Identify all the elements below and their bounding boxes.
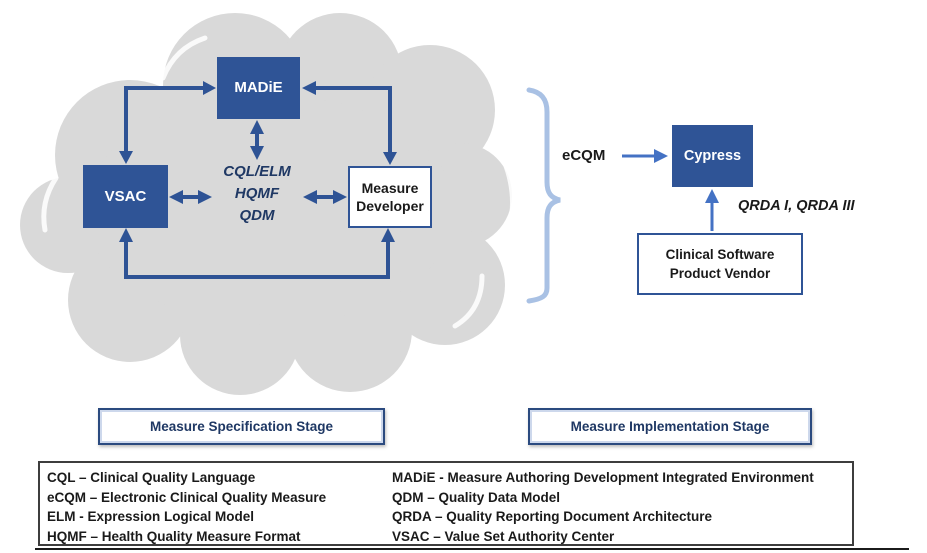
artifacts-label: CQL/ELM HQMF QDM (205, 161, 309, 227)
node-cypress: Cypress (672, 125, 753, 187)
artifact-hqmf: HQMF (234, 185, 280, 202)
stage-label-implementation: Measure Implementation Stage (528, 408, 812, 445)
arrow-artifacts-measure-developer (303, 190, 347, 204)
node-madie-label: MADiE (234, 79, 283, 96)
legend-box: CQL – Clinical Quality Language eCQM – E… (38, 461, 854, 546)
node-vsac: VSAC (83, 165, 168, 228)
stage-label-specification: Measure Specification Stage (98, 408, 385, 445)
node-cypress-label: Cypress (683, 148, 742, 164)
arrow-vsac-madie (119, 81, 216, 164)
legend-item-cql: CQL – Clinical Quality Language (47, 470, 256, 485)
legend-item-elm: ELM - Expression Logical Model (47, 509, 255, 524)
vendor-label: Clinical Software Product Vendor (665, 247, 775, 281)
bottom-rule (35, 548, 909, 550)
node-vsac-label: VSAC (104, 187, 147, 205)
curly-brace-icon (526, 87, 561, 304)
legend-item-hqmf: HQMF – Health Quality Measure Format (47, 528, 301, 544)
cloud-seams (41, 35, 516, 329)
legend-column-right: MADiE - Measure Authoring Development In… (392, 468, 852, 544)
legend-item-vsac: VSAC – Value Set Authority Center (392, 528, 615, 544)
arrow-feedback-loop (119, 228, 395, 279)
legend-item-ecqm: eCQM – Electronic Clinical Quality Measu… (47, 489, 327, 505)
node-clinical-software-product-vendor: Clinical Software Product Vendor (637, 233, 803, 295)
stage-implementation-text: Measure Implementation Stage (570, 419, 770, 434)
arrow-vendor-cypress (705, 189, 719, 231)
ecqm-label: eCQM (562, 147, 606, 164)
legend-column-left: CQL – Clinical Quality Language eCQM – E… (47, 468, 392, 544)
arrow-madie-artifacts (250, 120, 264, 160)
artifact-cql-elm: CQL/ELM (223, 163, 291, 180)
arrow-vsac-artifacts (169, 190, 212, 204)
stage-specification-text: Measure Specification Stage (149, 419, 334, 434)
arrow-measure-developer-madie (302, 81, 397, 165)
legend-item-madie: MADiE - Measure Authoring Development In… (392, 470, 814, 485)
cloud-shape (20, 13, 512, 395)
artifact-qdm: QDM (239, 207, 275, 224)
node-madie: MADiE (217, 57, 300, 119)
legend-item-qdm: QDM – Quality Data Model (392, 489, 561, 505)
arrow-ecqm-cypress (622, 149, 668, 163)
node-measure-developer: Measure Developer (348, 166, 432, 228)
legend-item-qrda: QRDA – Quality Reporting Document Archit… (392, 509, 713, 524)
qrda-label: QRDA I, QRDA III (738, 198, 855, 214)
node-measure-developer-label: Measure Developer (356, 180, 424, 214)
